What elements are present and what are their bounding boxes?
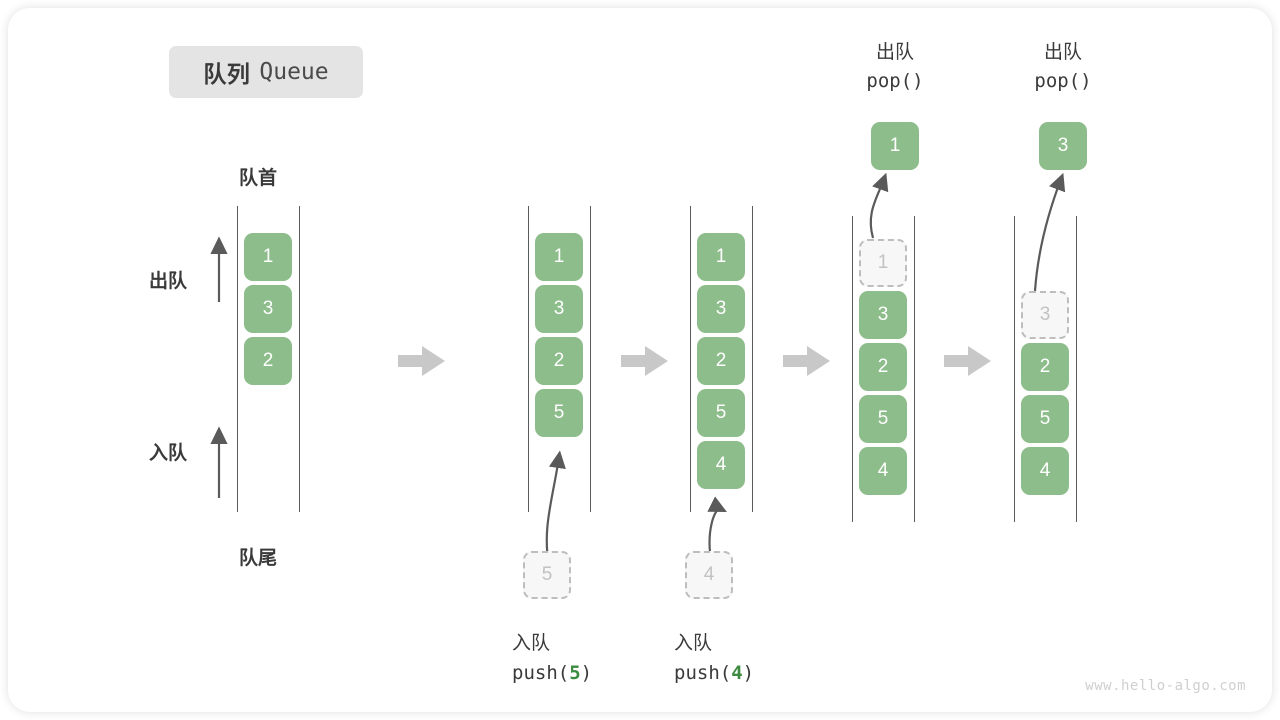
step-arrow-1 (398, 346, 445, 376)
queue-item: 2 (535, 337, 583, 385)
pop-header: 出队 pop() (840, 38, 950, 97)
queue-item: 5 (1021, 395, 1069, 443)
operation-label-cn: 出队 (1043, 42, 1082, 63)
queue-item: 4 (1021, 447, 1069, 495)
rear-label: 队尾 (239, 548, 278, 569)
queue-item: 3 (859, 291, 907, 339)
queue-item: 5 (535, 389, 583, 437)
op-code-value: 5 (569, 662, 581, 684)
title-chinese: 队列 (203, 61, 251, 87)
pop-header: 出队 pop() (1008, 38, 1118, 97)
title-english: Queue (259, 59, 329, 85)
step-arrow-2 (621, 346, 668, 376)
queue-rail-left (852, 216, 853, 522)
diagram-title-badge: 队列 Queue (169, 46, 363, 98)
queue-rail-right (1076, 216, 1077, 522)
operation-label-code: push(4) (674, 662, 754, 684)
queue-item: 3 (535, 285, 583, 333)
queue-item: 2 (244, 337, 292, 385)
removed-item-ghost: 1 (859, 239, 907, 287)
op-code-suffix: ) (580, 662, 593, 684)
op-code-value: 4 (731, 662, 743, 684)
queue-item: 4 (859, 447, 907, 495)
queue-item: 2 (1021, 343, 1069, 391)
queue-item: 3 (244, 285, 292, 333)
pop-3-arrow (1033, 172, 1066, 292)
queue-rail-left (1014, 216, 1015, 522)
queue-item: 1 (697, 233, 745, 281)
operation-label-cn: 出队 (875, 42, 914, 63)
queue-rail-left (528, 206, 529, 512)
op-code-suffix: ) (742, 662, 755, 684)
watermark: www.hello-algo.com (1085, 678, 1246, 694)
queue-item: 2 (859, 343, 907, 391)
queue-rail-right (590, 206, 591, 512)
queue-item: 4 (697, 441, 745, 489)
removed-item-ghost: 3 (1021, 291, 1069, 339)
popped-item: 1 (871, 122, 919, 170)
popped-item: 3 (1039, 122, 1087, 170)
op-code-prefix: push( (674, 662, 732, 684)
front-label: 队首 (239, 168, 278, 189)
operation-label-cn: 入队 (674, 633, 713, 654)
incoming-item-ghost: 4 (685, 551, 733, 599)
queue-rail-left (690, 206, 691, 512)
queue-item: 1 (244, 233, 292, 281)
op-code-prefix: push( (512, 662, 570, 684)
step-arrow-4 (944, 346, 991, 376)
queue-rail-left (237, 206, 238, 512)
dequeue-label: 出队 (149, 271, 188, 292)
queue-rail-right (752, 206, 753, 512)
pop-1-arrow (869, 172, 889, 239)
operation-label-code: pop() (1034, 70, 1092, 93)
connector-overlay (210, 172, 1066, 566)
queue-rail-right (299, 206, 300, 512)
diagram-card: 队列 Queue (8, 8, 1272, 712)
step-arrow-3 (783, 346, 830, 376)
operation-label-code: pop() (866, 70, 924, 93)
queue-item: 2 (697, 337, 745, 385)
operation-label-cn: 入队 (512, 633, 551, 654)
queue-item: 5 (859, 395, 907, 443)
queue-item: 5 (697, 389, 745, 437)
push-5-arrow (545, 450, 566, 566)
queue-item: 1 (535, 233, 583, 281)
enqueue-label: 入队 (149, 443, 188, 464)
incoming-item-ghost: 5 (523, 551, 571, 599)
queue-rail-right (914, 216, 915, 522)
operation-label-code: push(5) (512, 662, 592, 684)
queue-item: 3 (697, 285, 745, 333)
